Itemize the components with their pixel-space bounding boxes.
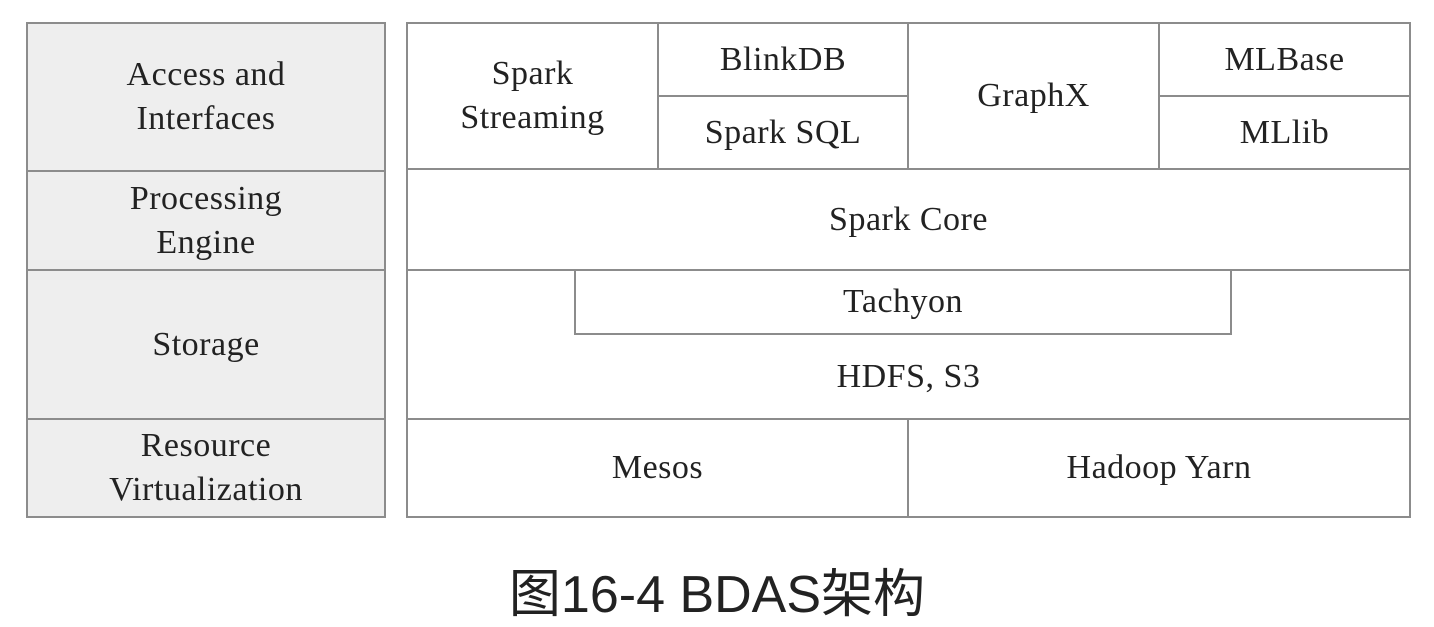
component-tachyon: Tachyon — [574, 270, 1232, 335]
layer-label-storage: Storage — [26, 269, 386, 420]
component-mllib: MLlib — [1160, 97, 1409, 170]
component-graphx: GraphX — [909, 24, 1160, 170]
component-mesos: Mesos — [408, 420, 909, 516]
component-spark-sql: Spark SQL — [659, 97, 909, 170]
layer-label-processing: Processing Engine — [26, 170, 386, 271]
component-spark-core: Spark Core — [408, 170, 1409, 271]
figure-caption: 图16-4 BDAS架构 — [508, 566, 926, 624]
component-spark-streaming: Spark Streaming — [408, 24, 659, 170]
storage-divider — [408, 418, 1409, 420]
layer-label-access: Access and Interfaces — [26, 22, 386, 172]
component-mlbase: MLBase — [1160, 24, 1409, 97]
component-hadoop-yarn: Hadoop Yarn — [1066, 449, 1252, 486]
component-blinkdb: BlinkDB — [659, 24, 909, 97]
component-hdfs-s3: HDFS, S3 — [836, 357, 981, 395]
layer-label-resource: Resource Virtualization — [26, 418, 386, 518]
